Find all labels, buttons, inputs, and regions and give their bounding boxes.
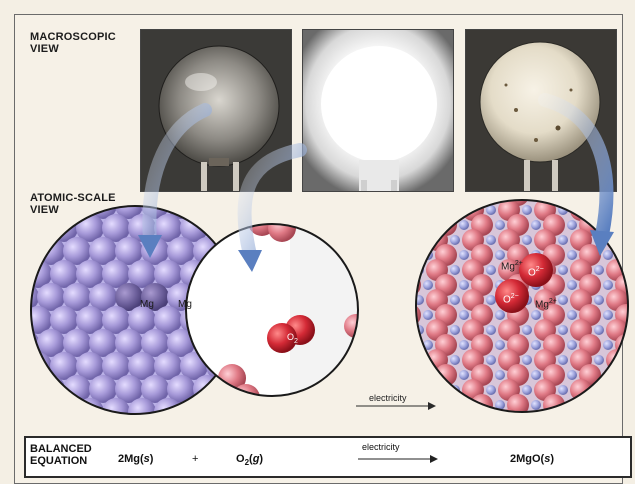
magnesium-ion <box>630 265 635 275</box>
magnesium-ion <box>630 295 635 305</box>
plus-sign: + <box>192 453 198 465</box>
mg-atom-label-right: Mg <box>178 299 192 310</box>
magnesium-ion <box>630 385 635 395</box>
product-magnesium-oxide: 2MgO(s) <box>510 453 554 465</box>
mg2plus-label-bottom: Mg2+ <box>535 298 557 310</box>
mg-atom-label-left: Mg <box>140 299 154 310</box>
o2minus-label-left: O2− <box>503 293 519 305</box>
magnesium-ion <box>630 415 635 425</box>
magnesium-ion <box>630 325 635 335</box>
o2-molecule-label: O2 <box>287 332 298 345</box>
reaction-arrow <box>358 454 438 464</box>
reactant-oxygen: O2(g) <box>236 453 263 467</box>
electricity-arrow-label: electricity <box>369 393 407 403</box>
magnesium-ion <box>630 235 635 245</box>
reaction-condition-label: electricity <box>362 442 400 452</box>
balanced-equation-box: BALANCED EQUATION 2Mg(s) + O2(g) electri… <box>24 436 632 478</box>
magnesium-ion <box>630 205 635 215</box>
photo-bulb-burning <box>302 29 454 192</box>
mg2plus-label-top: Mg2+ <box>501 260 523 272</box>
atomic-scale-view-label: ATOMIC-SCALE VIEW <box>30 192 130 216</box>
magnesium-ion <box>630 355 635 365</box>
macroscopic-view-label: MACROSCOPIC VIEW <box>30 31 140 55</box>
photo-magnesium-bulb-before <box>140 29 292 192</box>
o2minus-label-top: O2− <box>528 266 544 278</box>
reactant-magnesium: 2Mg(s) <box>118 453 153 465</box>
photo-magnesium-oxide-bulb-after <box>465 29 617 192</box>
balanced-equation-label: BALANCED EQUATION <box>30 443 120 467</box>
